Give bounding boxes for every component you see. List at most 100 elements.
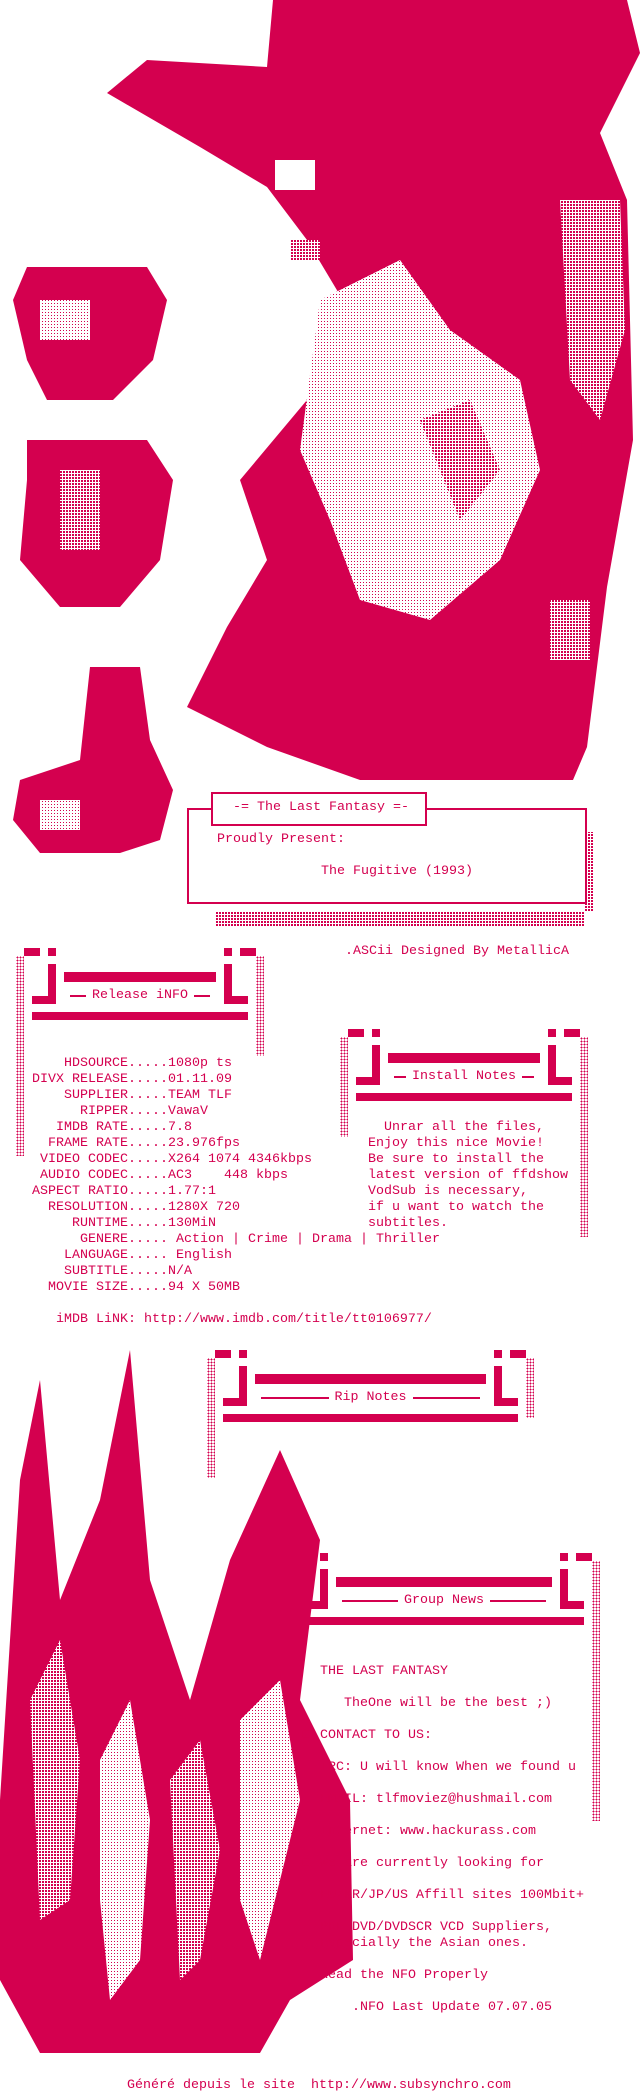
section-title: Rip Notes [255,1390,486,1406]
release-field-value: English [168,1248,232,1263]
group-news-line[interactable]: EMAIL: tlfmoviez@hushmail.com [320,1792,552,1807]
left-bracket [356,1077,380,1085]
install-note-line: latest version of ffdshow [368,1168,568,1183]
left-stipple-column [288,1561,296,1641]
group-news-line: THE LAST FANTASY [320,1664,448,1679]
release-field-value: 7.8 [168,1120,192,1135]
section-title-text: Group News [404,1593,484,1608]
left-bracket [239,1366,247,1406]
left-bracket [304,1601,328,1609]
top-bar [64,972,216,982]
release-field-label: AUDIO CODEC..... [40,1168,168,1183]
left-stipple-column [207,1358,215,1478]
release-field-value: 23.976fps [168,1136,240,1151]
section-title: Install Notes [388,1069,540,1085]
group-news-header: Group News [288,1553,600,1821]
corner-block [24,948,40,956]
title-rule [342,1600,399,1602]
right-stipple-column [592,1561,600,1821]
release-field-label: GENERE..... [80,1232,168,1247]
group-news-line[interactable]: Internet: www.hackurass.com [320,1824,536,1839]
corner-block [564,1029,580,1037]
release-field-label: SUPPLIER..... [64,1088,168,1103]
release-field-value: AC3 448 kbps [168,1168,288,1183]
release-field-label: SUBTITLE..... [64,1264,168,1279]
right-bracket [548,1045,556,1085]
group-news-line: CONTACT TO US: [320,1728,432,1743]
section-title: Release iNFO [64,988,216,1004]
corner-block [224,948,232,956]
title-rule [70,995,87,997]
release-field-value: 1080p ts [168,1056,232,1071]
group-news-line: .NFO Last Update 07.07.05 [320,2000,552,2015]
release-field-value: 1.77:1 [168,1184,216,1199]
ascii-credit: .ASCii Designed By MetallicA [345,944,569,959]
right-bracket [224,996,248,1004]
release-field-label: MOVIE SIZE..... [48,1280,168,1295]
left-stipple-column [340,1037,348,1137]
group-news-line: IRC: U will know When we found u [320,1760,576,1775]
release-field-label: FRAME RATE..... [48,1136,168,1151]
release-info-header: Release iNFO [16,948,264,1156]
release-field-label: IMDB RATE..... [56,1120,168,1135]
right-bracket [548,1077,572,1085]
right-bracket [494,1398,518,1406]
right-bracket [224,964,232,1004]
release-field-label: DIVX RELEASE..... [32,1072,168,1087]
left-bracket [32,996,56,1004]
title-rule [490,1600,547,1602]
bullet-icon: ■ [302,1728,310,1743]
install-note-line: VodSub is necessary, [368,1184,528,1199]
rip-notes-header: Rip Notes [207,1350,534,1478]
release-field-value: 1280X 720 [168,1200,240,1215]
right-bracket [560,1601,584,1609]
release-field-label: RESOLUTION..... [48,1200,168,1215]
footer-source: Généré depuis le site http://www.subsync… [127,2078,511,2093]
left-bracket [372,1045,380,1085]
install-notes-header: Install Notes [340,1029,588,1237]
release-field-value: TEAM TLF [168,1088,232,1103]
install-note-line: Be sure to install the [368,1152,544,1167]
top-bar [255,1374,486,1384]
release-field-value: X264 1074 4346kbps [168,1152,312,1167]
release-field-label: RIPPER..... [80,1104,168,1119]
right-bracket [560,1569,568,1609]
install-note-line: if u want to watch the [368,1200,544,1215]
bottom-bar [356,1093,572,1101]
bullet-icon: ■ [302,1856,310,1871]
title-rule [394,1076,407,1078]
bottom-bar [223,1414,518,1422]
release-field-value: 01.11.09 [168,1072,232,1087]
title-rule [261,1397,329,1399]
release-field-value: 94 X 50MB [168,1280,240,1295]
install-note-line: Unrar all the files, [368,1120,544,1135]
release-field-value: VawaV [168,1104,208,1119]
section-title-text: Release iNFO [92,988,188,1003]
top-figure-art [107,0,640,780]
corner-block [548,1029,556,1037]
release-group-title: -= The Last Fantasy =- [233,800,409,815]
corner-block [372,1029,380,1037]
corner-block [348,1029,364,1037]
corner-block [510,1350,526,1358]
corner-block [215,1350,231,1358]
release-field-label: ASPECT RATIO..... [32,1184,168,1199]
group-news-line: PRE DVD/DVDSCR VCD Suppliers, [320,1920,552,1935]
proudly-present-text: Proudly Present: [217,832,345,847]
title-box-stipple-bar [216,832,593,927]
corner-block [240,948,256,956]
title-rule [194,995,211,997]
corner-block [560,1553,568,1561]
install-note-line: subtitles. [368,1216,448,1231]
title-rule [412,1397,481,1399]
section-title: Group News [336,1593,552,1609]
release-field-label: LANGUAGE..... [64,1248,168,1263]
corner-block [494,1350,502,1358]
bottom-bar [304,1617,584,1625]
left-bracket [223,1398,247,1406]
release-field-label: RUNTIME..... [72,1216,168,1231]
corner-block [239,1350,247,1358]
right-stipple-column [580,1037,588,1237]
imdb-link[interactable]: iMDB LiNK: http://www.imdb.com/title/tt0… [56,1312,432,1327]
